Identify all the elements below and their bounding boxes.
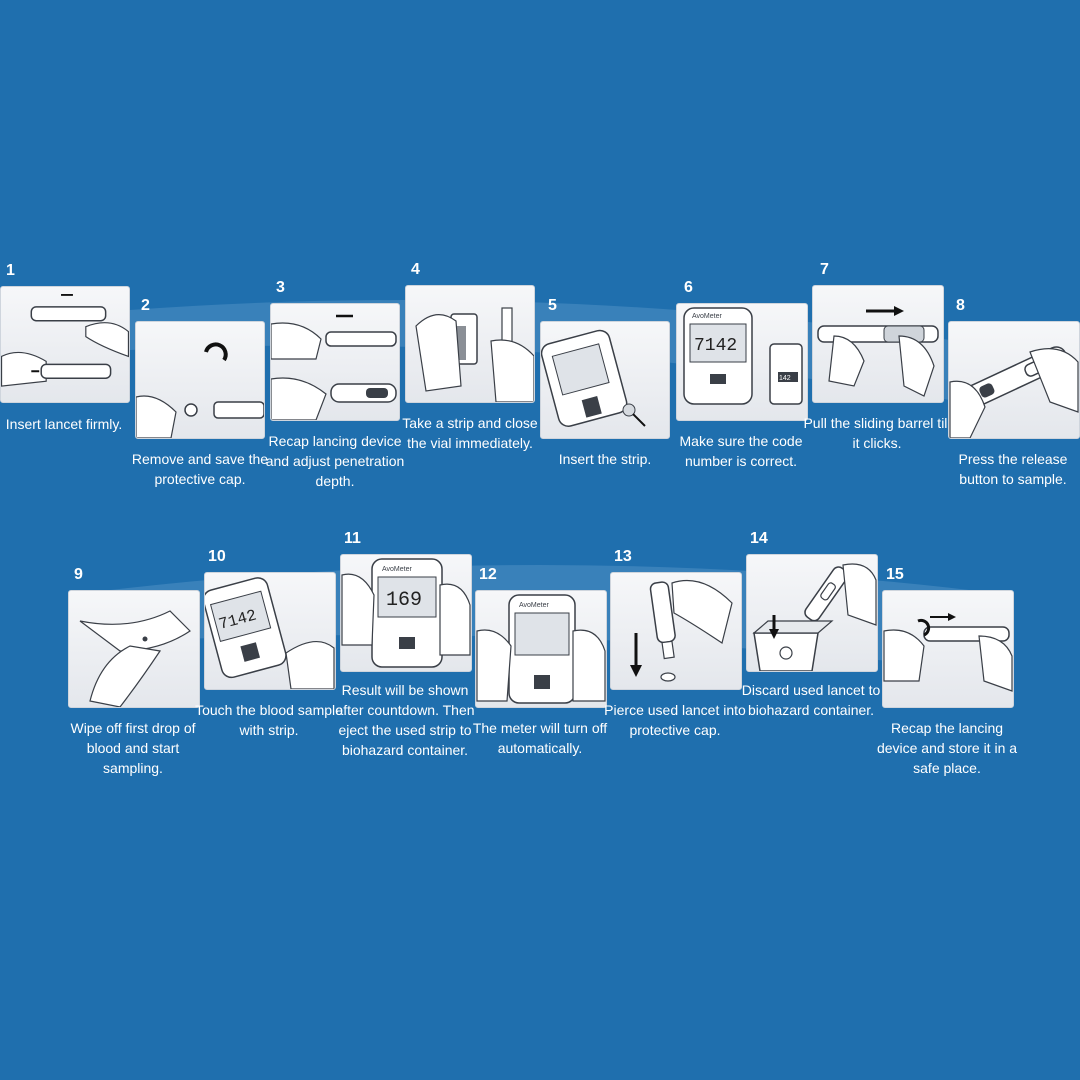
step-illustration <box>135 321 265 439</box>
step-caption: Result will be shown after countdown. Th… <box>335 682 475 758</box>
brand-label: AvoMeter <box>382 566 412 573</box>
step-caption: Recap the lancing device and store it in… <box>876 720 1018 776</box>
step-caption: Take a strip and close the vial immediat… <box>402 415 538 451</box>
step-caption: The meter will turn off automatically. <box>472 720 608 756</box>
step-caption: Wipe off first drop of blood and start s… <box>70 720 196 776</box>
step-caption: Pierce used lancet into protective cap. <box>604 702 746 738</box>
step-number: 12 <box>479 566 497 583</box>
step-caption: Remove and save the protective cap. <box>131 451 269 487</box>
step-number: 14 <box>750 530 768 547</box>
step-illustration <box>68 590 200 708</box>
step-number: 4 <box>411 261 420 278</box>
step-illustration <box>540 321 670 439</box>
step-illustration: AvoMeter 7142 142 <box>676 303 808 421</box>
step-number: 9 <box>74 566 83 583</box>
step-illustration <box>405 285 535 403</box>
step-number: 11 <box>344 530 361 547</box>
step-illustration <box>882 590 1014 708</box>
step-caption: Insert the strip. <box>558 451 652 467</box>
step-illustration <box>812 285 944 403</box>
step-number: 1 <box>6 262 15 279</box>
step-number: 8 <box>956 297 965 314</box>
step-number: 3 <box>276 279 285 296</box>
step-illustration: 7142 <box>204 572 336 690</box>
brand-label: AvoMeter <box>692 313 722 320</box>
step-caption: Discard used lancet to biohazard contain… <box>741 682 881 718</box>
step-number: 6 <box>684 279 693 296</box>
step-illustration <box>610 572 742 690</box>
meter-display: 7142 <box>694 336 737 356</box>
step-illustration <box>746 554 878 672</box>
step-illustration <box>0 286 130 403</box>
step-caption: Pull the sliding barrel till it clicks. <box>803 415 951 451</box>
step-illustration: AvoMeter 169 <box>340 554 472 672</box>
brand-label: AvoMeter <box>519 602 549 609</box>
step-caption: Insert lancet firmly. <box>5 416 123 432</box>
step-number: 5 <box>548 297 557 314</box>
step-caption: Make sure the code number is correct. <box>679 433 803 469</box>
step-illustration <box>270 303 400 421</box>
step-caption: Recap lancing device and adjust penetrat… <box>265 433 405 489</box>
step-number: 2 <box>141 297 150 314</box>
vial-code-label: 142 <box>779 375 791 382</box>
step-number: 15 <box>886 566 904 583</box>
step-illustration: AvoMeter <box>475 590 607 708</box>
step-number: 7 <box>820 261 829 278</box>
meter-display: 169 <box>386 589 422 612</box>
step-number: 10 <box>208 548 226 565</box>
step-caption: Press the release button to sample. <box>958 451 1068 487</box>
step-caption: Touch the blood sample with strip. <box>195 702 343 738</box>
step-illustration <box>948 321 1080 439</box>
step-number: 13 <box>614 548 632 565</box>
